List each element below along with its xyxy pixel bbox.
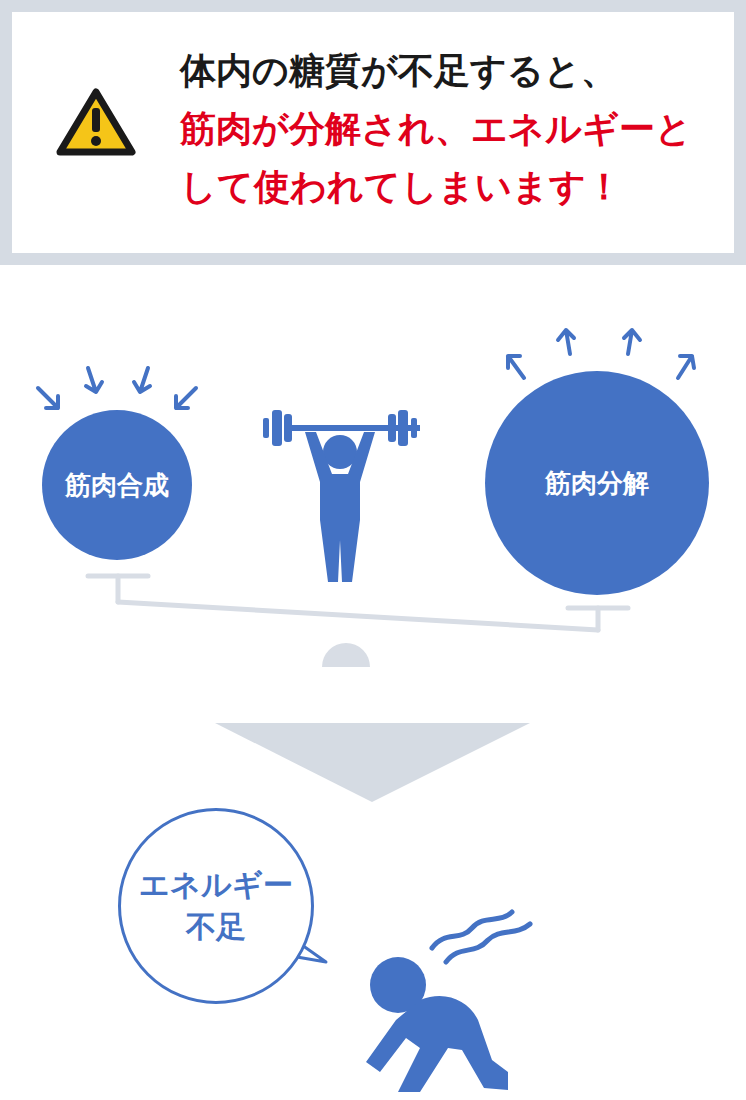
exhausted-person-icon [366, 912, 530, 1092]
synthesis-circle: 筋肉合成 [42, 410, 192, 560]
breakdown-circle: 筋肉分解 [485, 371, 709, 595]
node-label: 筋肉合成 [52, 468, 182, 503]
warning-icon [0, 0, 746, 265]
warning-lead: 体内の糖質が不足すると、 [180, 42, 700, 100]
text-group: 筋肉合成 [52, 468, 182, 503]
fulcrum [322, 643, 370, 667]
warning-emphasis: 筋肉が分解され、エネルギーとして使われてしまいます！ [180, 100, 700, 216]
inward-arrows [38, 368, 196, 408]
node-label: エネルギー 不足 [136, 864, 296, 948]
seesaw [88, 576, 628, 630]
text-group: 筋肉分解 [495, 466, 699, 501]
node-label: 筋肉分解 [495, 466, 699, 501]
frame-band [0, 0, 746, 265]
speech-bubble: エネルギー 不足 [118, 808, 314, 1004]
warning-text-group: 体内の糖質が不足すると、筋肉が分解され、エネルギーとして使われてしまいます！ [180, 42, 700, 216]
down-arrow [215, 723, 530, 802]
weightlifter-icon [263, 410, 420, 582]
text-group: エネルギー 不足 [136, 864, 296, 948]
